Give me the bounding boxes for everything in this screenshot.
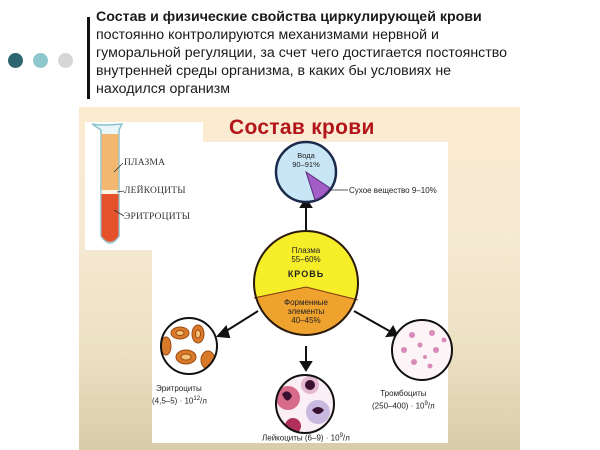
plasma-value: 55–60% [291,255,321,264]
blood-label: КРОВЬ [287,269,325,279]
leukocytes-name: Лейкоциты (6–9) · 10 [262,433,340,443]
intro-line: находился организм [96,81,230,97]
plasma-label: Плазма 55–60% [282,246,330,264]
bullet-dot-grey [58,53,73,68]
vertical-rule [87,17,90,99]
platelets-count: (250–400) · 109/л [372,401,435,411]
intro-heading: Состав и физические свойства циркулирующ… [96,9,482,25]
intro-line: внутренней среды организма, в каких бы у… [96,63,452,79]
erythrocytes-label: Эритроциты (4,5–5) · 1012/л [152,383,207,407]
formed-label-2: элементы [287,307,325,316]
tube-label-erythrocytes: ЭРИТРОЦИТЫ [124,212,191,222]
intro-line: постоянно контролируются механизмами нер… [96,27,439,43]
water-label-text: Вода [297,151,315,160]
bullet-dots [8,53,73,68]
intro-text: Состав и физические свойства циркулирующ… [96,8,596,98]
water-label: Вода 90–91% [286,151,326,169]
tube-label-plasma: ПЛАЗМА [124,158,166,168]
platelets-name: Тромбоциты [380,389,427,398]
formed-elements-label: Форменные элементы 40–45% [276,298,336,325]
bullet-dot-dark [8,53,23,68]
test-tube-icon [91,123,125,244]
platelets-icon [391,319,453,381]
intro-line: гуморальной регуляции, за счет чего дост… [96,45,508,61]
leukocytes-label: Лейкоциты (6–9) · 109/л [262,433,350,443]
plasma-label-text: Плазма [291,246,321,255]
blood-pie-icon [253,230,359,336]
leukocytes-icon [275,374,335,434]
formed-value: 40–45% [291,316,321,325]
dry-matter-label: Сухое вещество 9–10% [349,186,437,195]
bullet-dot-light [33,53,48,68]
erythrocytes-icon [160,317,218,375]
diagram-title: Состав крови [229,116,375,139]
tube-label-leukocytes: ЛЕЙКОЦИТЫ [124,186,186,196]
erythrocytes-count: (4,5–5) · 1012/л [152,396,207,406]
water-pie-icon [274,140,348,204]
formed-label-1: Форменные [284,298,328,307]
water-value: 90–91% [292,160,320,169]
erythrocytes-name: Эритроциты [156,384,202,393]
platelets-label: Тромбоциты (250–400) · 109/л [372,388,435,412]
